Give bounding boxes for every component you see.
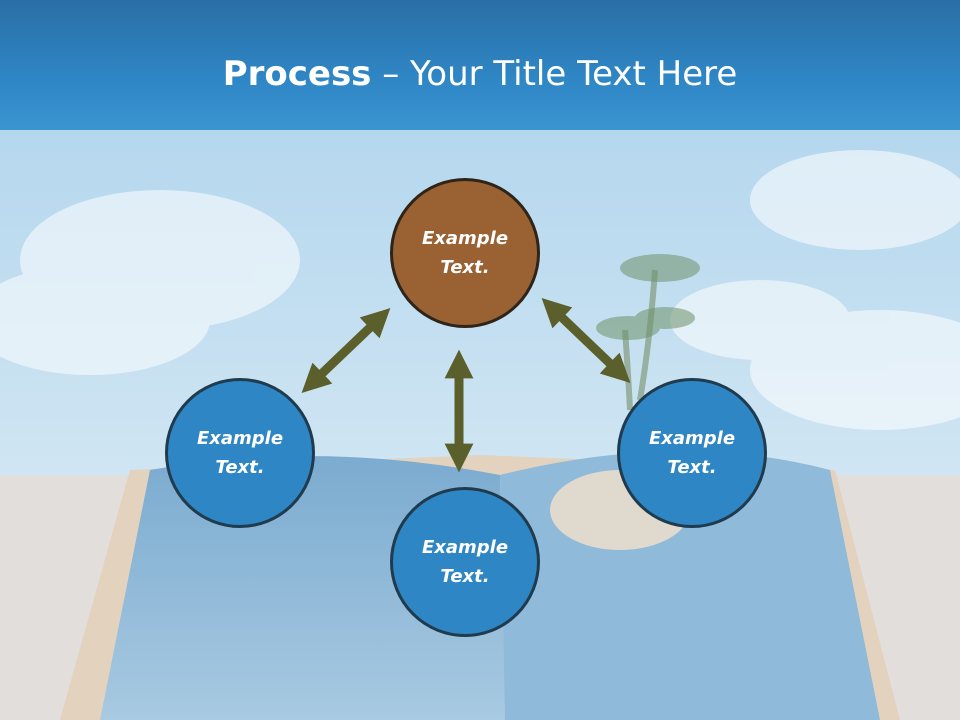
title-bold: Process (222, 54, 372, 94)
arrow-top-right (541, 298, 631, 383)
node-right-label: Example Text. (648, 428, 736, 478)
node-left: Example Text. (165, 378, 315, 528)
node-top: Example Text. (390, 178, 540, 328)
node-right: Example Text. (617, 378, 767, 528)
title-bar (0, 0, 960, 130)
title-rest: – Your Title Text Here (371, 54, 738, 94)
node-top-label: Example Text. (421, 228, 509, 278)
node-bottom-label: Example Text. (421, 537, 509, 587)
node-bottom: Example Text. (390, 487, 540, 637)
arrow-top-left (301, 308, 391, 393)
node-left-label: Example Text. (196, 428, 284, 478)
slide-title: Process – Your Title Text Here (0, 52, 960, 96)
